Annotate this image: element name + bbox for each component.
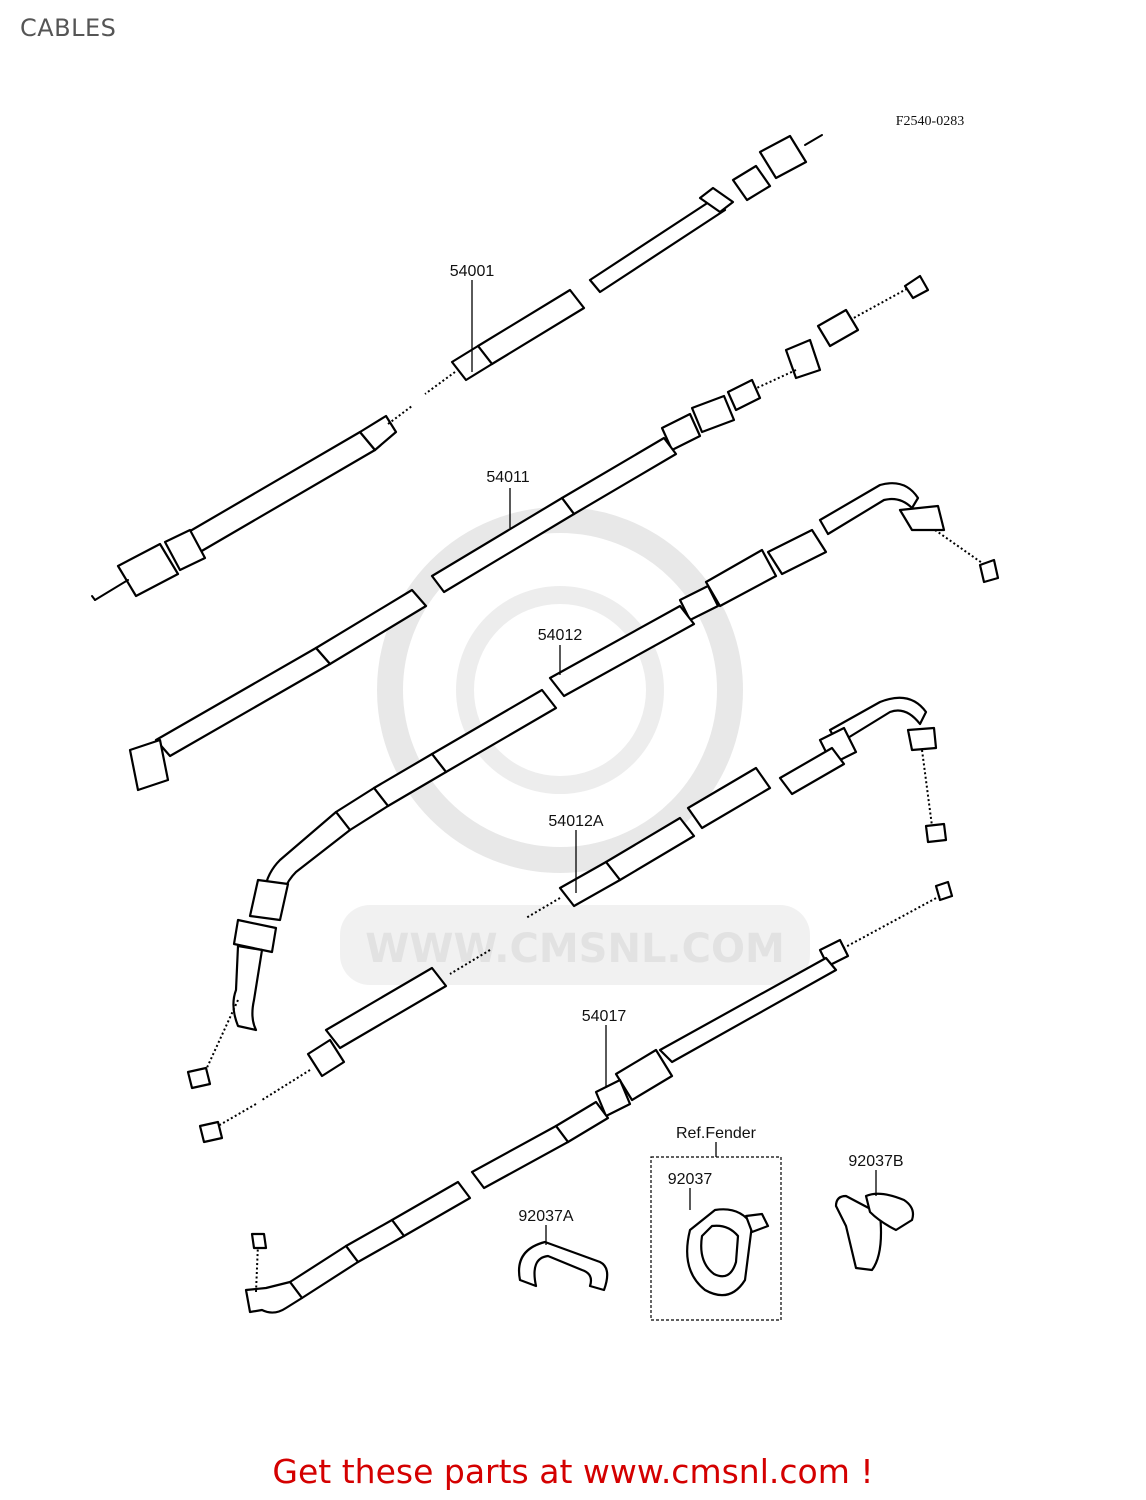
callout-92037[interactable]: 92037 xyxy=(668,1171,713,1188)
cable-54012-throttle[interactable] xyxy=(186,482,1000,1090)
diagram-code: F2540-0283 xyxy=(896,114,964,129)
page-title: CABLES xyxy=(20,14,117,42)
cable-54017[interactable] xyxy=(244,880,954,1314)
clamp-92037a[interactable] xyxy=(517,1240,609,1292)
watermark-text: WWW.CMSNL.COM xyxy=(365,926,785,972)
callout-92037a[interactable]: 92037A xyxy=(518,1208,573,1225)
callout-54017[interactable]: 54017 xyxy=(582,1008,627,1025)
clamp-92037b[interactable] xyxy=(834,1192,915,1272)
get-parts-link[interactable]: Get these parts at www.cmsnl.com ! xyxy=(272,1452,874,1491)
cable-54011-clutch[interactable] xyxy=(128,274,930,792)
cable-54001-speedometer[interactable] xyxy=(91,134,823,601)
clamp-92037[interactable] xyxy=(686,1208,770,1297)
callout-54001[interactable]: 54001 xyxy=(450,263,495,280)
callout-ref-fender[interactable]: Ref.Fender xyxy=(676,1125,757,1142)
callout-92037b[interactable]: 92037B xyxy=(848,1153,903,1170)
callout-54012[interactable]: 54012 xyxy=(538,627,583,644)
callout-54012a[interactable]: 54012A xyxy=(548,813,603,830)
cable-54012a-throttle[interactable] xyxy=(198,696,948,1144)
callout-54011[interactable]: 54011 xyxy=(486,469,529,486)
